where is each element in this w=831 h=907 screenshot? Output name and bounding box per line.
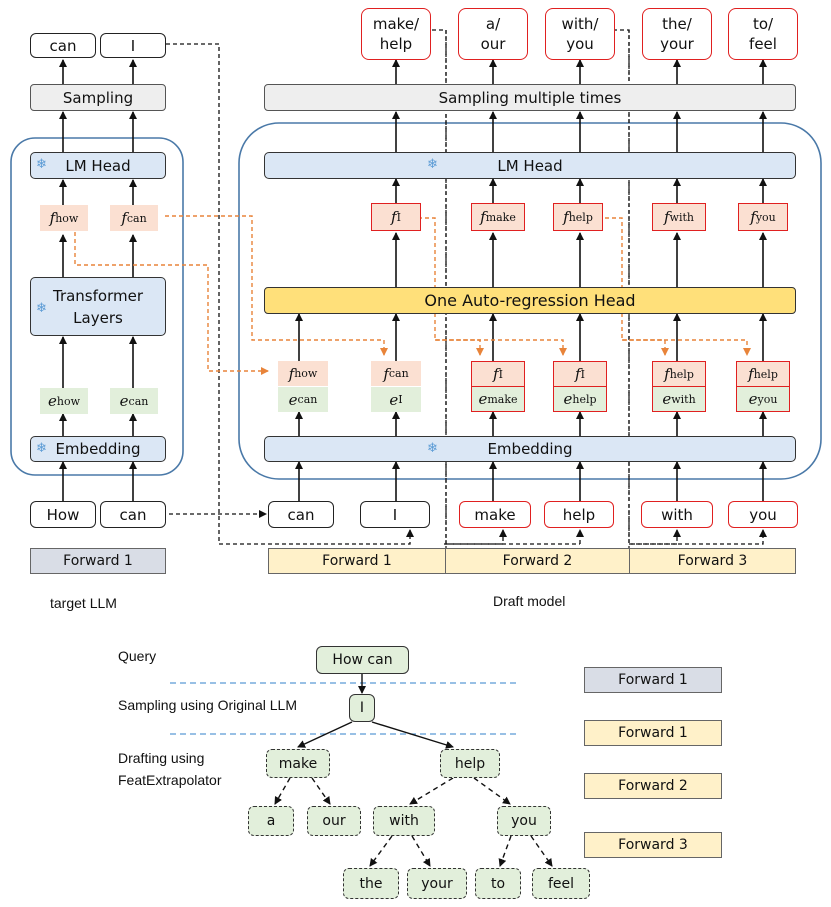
draft-output-the-your: the/your [642, 8, 712, 60]
frozen-icon: ❄ [36, 156, 47, 171]
draft-input-help: help [544, 501, 614, 528]
target-llm-arrows [59, 59, 137, 501]
legend-forward-1-draft: Forward 1 [584, 720, 722, 746]
tree-node-a: a [248, 806, 294, 836]
tree-node-our: our [307, 806, 361, 836]
draft-output-with-you: with/you [545, 8, 615, 60]
tree-node-feel: feel [532, 868, 590, 899]
target-sampling: Sampling [30, 84, 166, 111]
draft-forward-3: Forward 3 [629, 548, 796, 574]
frozen-icon: ❄ [427, 440, 438, 455]
tree-node-make: make [266, 749, 330, 778]
draft-input-with: with [641, 501, 713, 528]
tree-node-i: I [349, 694, 375, 722]
target-llm-container [10, 137, 184, 476]
target-lm-head: LM Head [30, 152, 166, 179]
tree-row-query: Query [118, 648, 157, 664]
target-input-can: can [100, 501, 166, 528]
auto-regression-head: One Auto-regression Head [264, 287, 796, 314]
draft-forward-1: Forward 1 [268, 548, 446, 574]
feature-extrapolation-paths [74, 215, 751, 375]
target-output-can: can [30, 33, 96, 58]
tree-node-you: you [497, 806, 551, 836]
frozen-icon: ❄ [36, 300, 47, 315]
legend-forward-3: Forward 3 [584, 832, 722, 858]
draft-output-a-our: a/our [458, 8, 528, 60]
draft-model-arrows [295, 59, 767, 501]
draft-input-make: make [459, 501, 531, 528]
tree-row-sampling: Sampling using Original LLM [118, 697, 297, 713]
draft-lm-head: LM Head [264, 152, 796, 179]
legend-forward-2: Forward 2 [584, 773, 722, 799]
draft-sampling: Sampling multiple times [264, 84, 796, 111]
draft-embedding-layer: Embedding [264, 436, 796, 462]
tree-root: How can [316, 646, 409, 674]
tree-node-your: your [407, 868, 467, 899]
target-llm-caption: target LLM [50, 595, 117, 611]
target-embedding-layer: Embedding [30, 436, 166, 462]
draft-input-can: can [268, 501, 334, 528]
tree-node-with: with [373, 806, 435, 836]
legend-forward-1-target: Forward 1 [584, 667, 722, 693]
target-output-i: I [100, 33, 166, 58]
draft-model-container [238, 122, 822, 480]
tree-dividers [170, 682, 516, 735]
draft-output-make-help: make/help [361, 8, 431, 60]
tree-node-to: to [475, 868, 521, 899]
target-forward-1: Forward 1 [30, 548, 166, 574]
frozen-icon: ❄ [36, 440, 47, 455]
tree-node-the: the [343, 868, 399, 899]
tree-node-help: help [440, 749, 500, 778]
tree-row-drafting: Drafting using [118, 750, 205, 766]
draft-forward-2: Forward 2 [445, 548, 630, 574]
draft-output-to-feel: to/feel [728, 8, 798, 60]
draft-input-you: you [728, 501, 798, 528]
frozen-icon: ❄ [427, 156, 438, 171]
tree-draft-edges [274, 777, 553, 867]
target-input-how: How [30, 501, 96, 528]
tree-row-featextrapolator: FeatExtrapolator [118, 772, 222, 788]
tree-edges [297, 674, 454, 749]
draft-model-caption: Draft model [493, 593, 566, 609]
draft-input-i: I [360, 501, 430, 528]
sampled-token-feedback [162, 29, 767, 545]
